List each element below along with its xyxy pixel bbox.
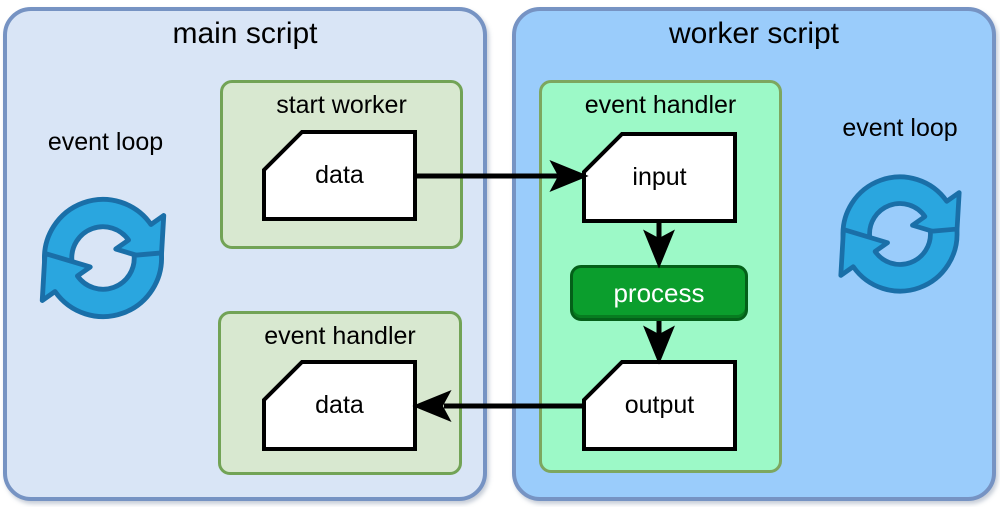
data-card-incoming: data: [262, 360, 417, 451]
main-script-title: main script: [172, 17, 318, 50]
data-card-incoming-label: data: [315, 391, 364, 419]
card-shape: [262, 130, 417, 221]
main-script-panel: main script event loop start worker data…: [3, 7, 487, 501]
main-event-loop-label: event loop: [47, 128, 164, 156]
input-card-label: input: [632, 163, 687, 191]
worker-script-panel: worker script event loop event handler i…: [512, 7, 996, 501]
main-event-handler-title: event handler: [264, 322, 416, 350]
start-worker-title: start worker: [276, 91, 407, 119]
worker-event-loop-icon: [824, 150, 976, 318]
data-card-outgoing: data: [262, 130, 417, 221]
process-label: process: [613, 277, 705, 308]
data-card-outgoing-label: data: [315, 161, 364, 189]
main-event-loop-icon: [25, 196, 167, 344]
output-card: output: [582, 360, 737, 451]
card-shape: [582, 360, 737, 451]
worker-script-title: worker script: [668, 17, 840, 50]
worker-event-handler-panel: event handler input process output: [539, 80, 782, 473]
start-worker-panel: start worker data: [220, 80, 463, 249]
main-event-handler-panel: event handler data: [218, 311, 462, 475]
worker-event-loop-label: event loop: [842, 114, 958, 142]
input-card: input: [582, 132, 737, 223]
worker-event-handler-title: event handler: [584, 91, 737, 119]
process-box: process: [570, 265, 748, 321]
output-card-label: output: [624, 391, 695, 419]
card-shape: [262, 360, 417, 451]
